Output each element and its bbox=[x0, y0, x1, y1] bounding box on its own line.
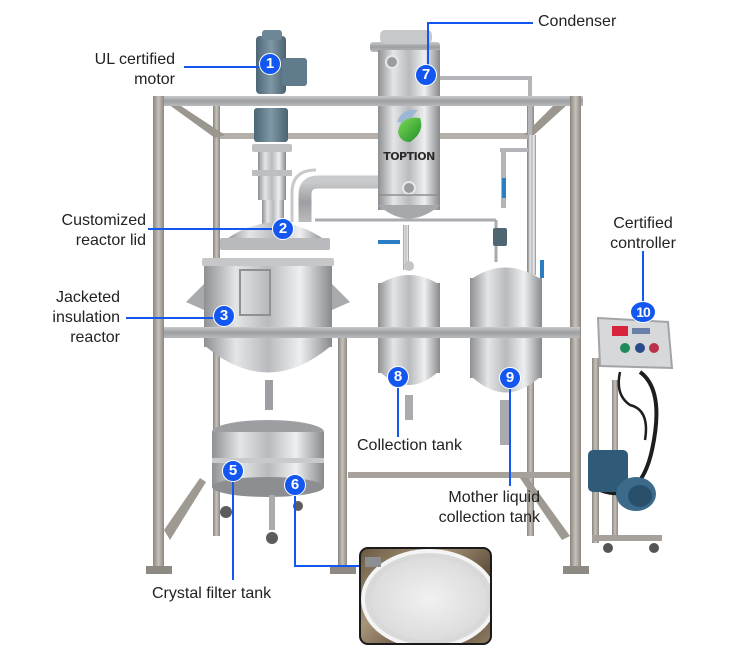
crystal-filter-tank bbox=[212, 420, 324, 544]
label-condenser: Condenser bbox=[538, 12, 616, 32]
toption-logo: TOPTION bbox=[383, 109, 436, 163]
label-line: Customized bbox=[61, 212, 146, 229]
label-line: collection tank bbox=[438, 509, 540, 526]
agitator-motor bbox=[252, 30, 307, 232]
label-mother-liquid-collection-tank: Mother liquid collection tank bbox=[439, 488, 540, 528]
label-line: UL certified bbox=[94, 51, 175, 68]
label-line: Jacketed bbox=[55, 289, 120, 306]
jacketed-reactor bbox=[186, 222, 350, 410]
piping bbox=[290, 76, 544, 278]
label-collection-tank: Collection tank bbox=[357, 436, 462, 456]
label-line: Crystal filter tank bbox=[152, 585, 272, 602]
label-line: Mother liquid bbox=[448, 489, 540, 506]
condenser bbox=[370, 30, 440, 219]
label-line: Collection tank bbox=[357, 437, 462, 454]
label-line: insulation bbox=[52, 309, 120, 326]
callout-badge-3: 3 bbox=[213, 305, 235, 327]
callout-badge-6: 6 bbox=[284, 474, 306, 496]
collection-tank-8 bbox=[378, 261, 440, 420]
callout-badge-9: 9 bbox=[499, 367, 521, 389]
callout-badge-10: 10 bbox=[630, 301, 656, 323]
label-ul-certified-motor: UL certified motor bbox=[95, 50, 175, 90]
label-certified-controller: Certified controller bbox=[603, 214, 683, 254]
label-line: reactor bbox=[70, 329, 120, 346]
callout-badge-2: 2 bbox=[272, 218, 294, 240]
callout-badge-1: 1 bbox=[259, 53, 281, 75]
callout-badge-8: 8 bbox=[387, 366, 409, 388]
label-line: reactor lid bbox=[75, 232, 146, 249]
filter-mesh-icon bbox=[361, 549, 490, 643]
label-customized-reactor-lid: Customized reactor lid bbox=[62, 211, 146, 251]
label-line: controller bbox=[610, 235, 676, 252]
frame-front bbox=[146, 96, 589, 574]
label-crystal-filter-tank: Crystal filter tank bbox=[152, 584, 271, 604]
callout-badge-5: 5 bbox=[222, 460, 244, 482]
label-line: Condenser bbox=[538, 13, 617, 30]
logo-text: TOPTION bbox=[383, 150, 435, 163]
label-jacketed-insulation-reactor: Jacketed insulation reactor bbox=[52, 288, 120, 348]
filter-mesh-inset bbox=[359, 547, 492, 645]
callout-badge-7: 7 bbox=[415, 64, 437, 86]
controller-cart bbox=[588, 316, 674, 553]
label-line: Certified bbox=[613, 215, 673, 232]
callout-leaders bbox=[126, 22, 644, 580]
label-line: motor bbox=[134, 71, 175, 88]
